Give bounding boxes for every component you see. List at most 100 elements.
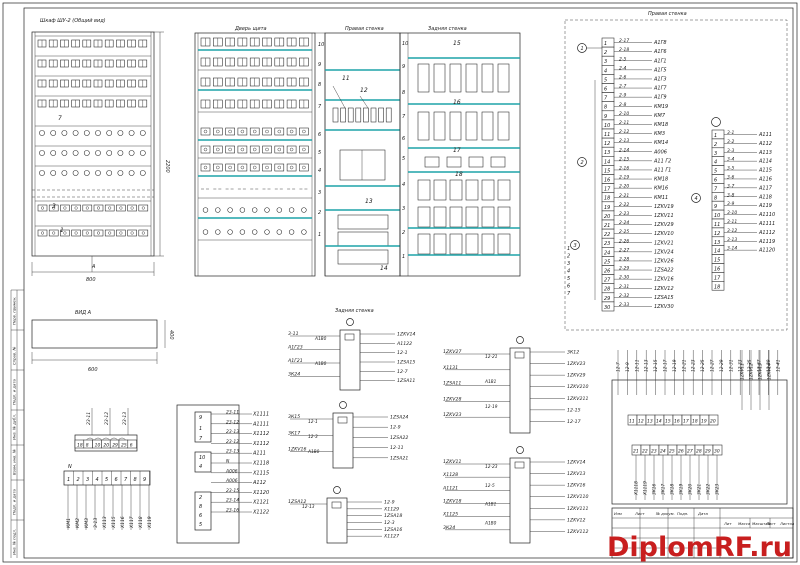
pin-row1-number: 11 [629, 419, 635, 425]
door-button [225, 145, 235, 154]
relay-circle-marker [333, 486, 341, 494]
door-button-dot [216, 147, 220, 152]
terminal-cell [37, 229, 48, 237]
indicator-lamp [139, 130, 146, 136]
small-wire-label: 3-10 [727, 210, 737, 216]
terminal-screw [63, 231, 67, 235]
side-label: Справ. № [12, 346, 17, 365]
door-button-dot [302, 129, 306, 134]
relay-mid-label: 12-21 [485, 354, 498, 360]
view-title-back-wall-2: Задняя стенка [335, 308, 374, 314]
door-button [213, 127, 223, 136]
top-wire-label: 12-13 [644, 359, 650, 372]
terminal-screw [63, 206, 67, 210]
terminal-number: 17 [604, 187, 611, 193]
small-dest-label: А111 [758, 132, 772, 138]
mid-wire-label: А006 [225, 478, 238, 484]
pin-row1-number: 12 [638, 419, 644, 425]
door-button-dot [252, 147, 257, 152]
relay [433, 206, 447, 228]
indicator-lamp [117, 150, 124, 156]
side-label: Инв. № дубл. [12, 414, 17, 440]
contactor [446, 156, 462, 168]
door-button-dot [289, 147, 294, 152]
small-dest-label: А1119 [758, 239, 775, 245]
door-row-number: 1 [318, 232, 321, 238]
back-row-number: 4 [402, 182, 405, 188]
relay [465, 206, 479, 228]
terminal-row [63, 470, 151, 486]
terminal-number: 21 [604, 223, 610, 229]
door-button-dot [252, 129, 257, 134]
terminal-screw [119, 206, 123, 210]
connector-frame [611, 379, 788, 505]
group-circle [711, 117, 721, 127]
mid-row-number: 5 [199, 522, 202, 528]
relay [449, 179, 463, 201]
relay-circle-marker [516, 336, 524, 344]
callout-16: 16 [453, 99, 461, 106]
pin-row2 [712, 444, 723, 456]
small-terminal-number: 8 [714, 195, 717, 201]
door-row-number: 5 [318, 150, 321, 156]
wire-label: 2-23 [619, 211, 629, 217]
breaker [497, 63, 510, 93]
terminal-cell [93, 204, 104, 212]
relay-block: 1ZKV27Х11311ZSA111ZKV281ZKV2312-21А1В112… [442, 336, 588, 434]
terminal-screw [74, 206, 78, 210]
contactor-block [339, 149, 386, 181]
mid-wire-label: 23-15 [226, 488, 239, 494]
right-wire-label: 1ZKV11 [740, 363, 746, 380]
terminal-number: 18 [604, 196, 610, 202]
relay-mid-label: А1В0 [307, 449, 320, 455]
small-dest-label: А119 [758, 203, 772, 209]
small-wire-label: 3-2 [727, 139, 734, 145]
mid-wire-label: 23-12 [226, 419, 239, 425]
bottom-wire-label: Х1119 [643, 481, 649, 496]
relay-left-label: А1121 [442, 485, 458, 491]
breaker [481, 63, 494, 93]
relay-body [332, 412, 354, 469]
terminal-dest-label: 1ZKV21 [654, 240, 674, 246]
leader-11 [332, 85, 346, 109]
indicator-lamp [139, 150, 146, 156]
door-button [249, 163, 260, 172]
side-label-strip [10, 289, 24, 558]
down-wire-label: Х116 [120, 516, 126, 529]
mid-wire-label: 23-11 [226, 410, 239, 416]
relay-circle-marker [346, 318, 354, 326]
small-wire-label: 3-1 [727, 130, 734, 136]
down-wire-label: Х115 [111, 516, 117, 529]
pin-row2-number: 23 [651, 449, 657, 455]
indicator-lamp [106, 150, 113, 156]
terminal-dest-label: 1ZSA15 [654, 295, 674, 301]
mid-row-number: 2 [199, 495, 202, 501]
small-wire-label: 3-11 [727, 219, 737, 225]
terminal-row-number: 2 [77, 477, 80, 483]
door-lamp [227, 229, 233, 235]
stamp-row-label: Лист [634, 511, 645, 516]
wire-label: 2-33 [619, 302, 629, 308]
relay [417, 206, 431, 228]
terminal-dest-label: А11 Г1 [653, 167, 671, 173]
relay [497, 179, 511, 201]
pin-row1 [708, 414, 719, 426]
indicator-lamp [61, 150, 68, 156]
mid-wire-label: 23-16 [226, 508, 239, 514]
mid-wire-label: 23-14 [226, 498, 239, 504]
mid-wire-label: N [226, 459, 230, 465]
down-wire-label: КМ1 [66, 518, 72, 528]
relay-body [509, 347, 531, 434]
terminal-number: 6 [604, 87, 607, 93]
door-button [286, 145, 297, 154]
relay-mid-label: А1В1 [484, 379, 497, 385]
door-button [249, 127, 260, 136]
door-lamp [215, 207, 221, 213]
terminal-dest-label: А1Г1 [653, 58, 667, 64]
stamp-row-label: Дата [697, 511, 709, 516]
down-wire-label: Х113 [102, 516, 108, 529]
indicator-lamp [50, 150, 57, 156]
relay [417, 233, 431, 255]
